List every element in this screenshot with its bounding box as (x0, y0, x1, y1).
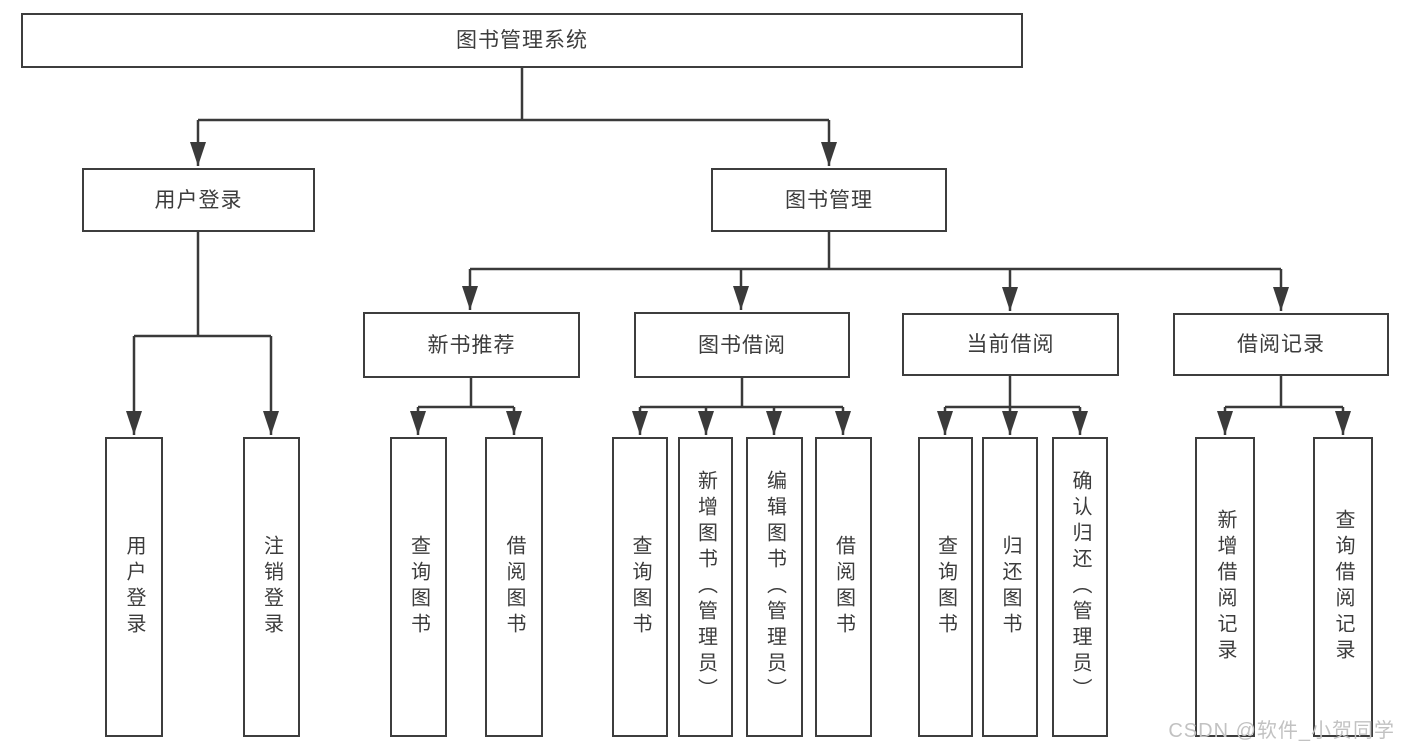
node-cb-return-books: 归还图书 (982, 437, 1038, 737)
node-leaf-logout: 注销登录 (243, 437, 300, 737)
node-bb-query-books: 查询图书 (612, 437, 668, 737)
node-br-query-record: 查询借阅记录 (1313, 437, 1373, 737)
node-leaf-user-login: 用户登录 (105, 437, 163, 737)
connector-root-to-level2 (190, 68, 837, 166)
node-current-borrow: 当前借阅 (902, 313, 1119, 376)
node-borrow-record: 借阅记录 (1173, 313, 1389, 376)
node-root: 图书管理系统 (21, 13, 1023, 68)
node-br-add-record: 新增借阅记录 (1195, 437, 1255, 737)
connector-new-book-rec-children (410, 378, 522, 435)
node-cb-query-books: 查询图书 (918, 437, 973, 737)
csdn-watermark: CSDN @软件_小贺同学 (1168, 720, 1395, 742)
node-nbr-query-books: 查询图书 (390, 437, 447, 737)
node-bb-borrow-books: 借阅图书 (815, 437, 872, 737)
connector-book-mgmt-children (462, 232, 1289, 311)
connector-user-login-children (126, 232, 279, 435)
node-cb-confirm-return-admin: 确认归还（管理员） (1052, 437, 1108, 737)
node-nbr-borrow-books: 借阅图书 (485, 437, 543, 737)
node-bb-edit-books-admin: 编辑图书（管理员） (746, 437, 803, 737)
node-user-login: 用户登录 (82, 168, 315, 232)
connector-current-borrow-children (937, 375, 1088, 435)
connector-book-borrow-children (632, 378, 851, 435)
connector-borrow-record-children (1217, 375, 1351, 435)
node-book-borrow: 图书借阅 (634, 312, 850, 378)
node-bb-add-books-admin: 新增图书（管理员） (678, 437, 733, 737)
node-book-mgmt: 图书管理 (711, 168, 947, 232)
node-new-book-rec: 新书推荐 (363, 312, 580, 378)
